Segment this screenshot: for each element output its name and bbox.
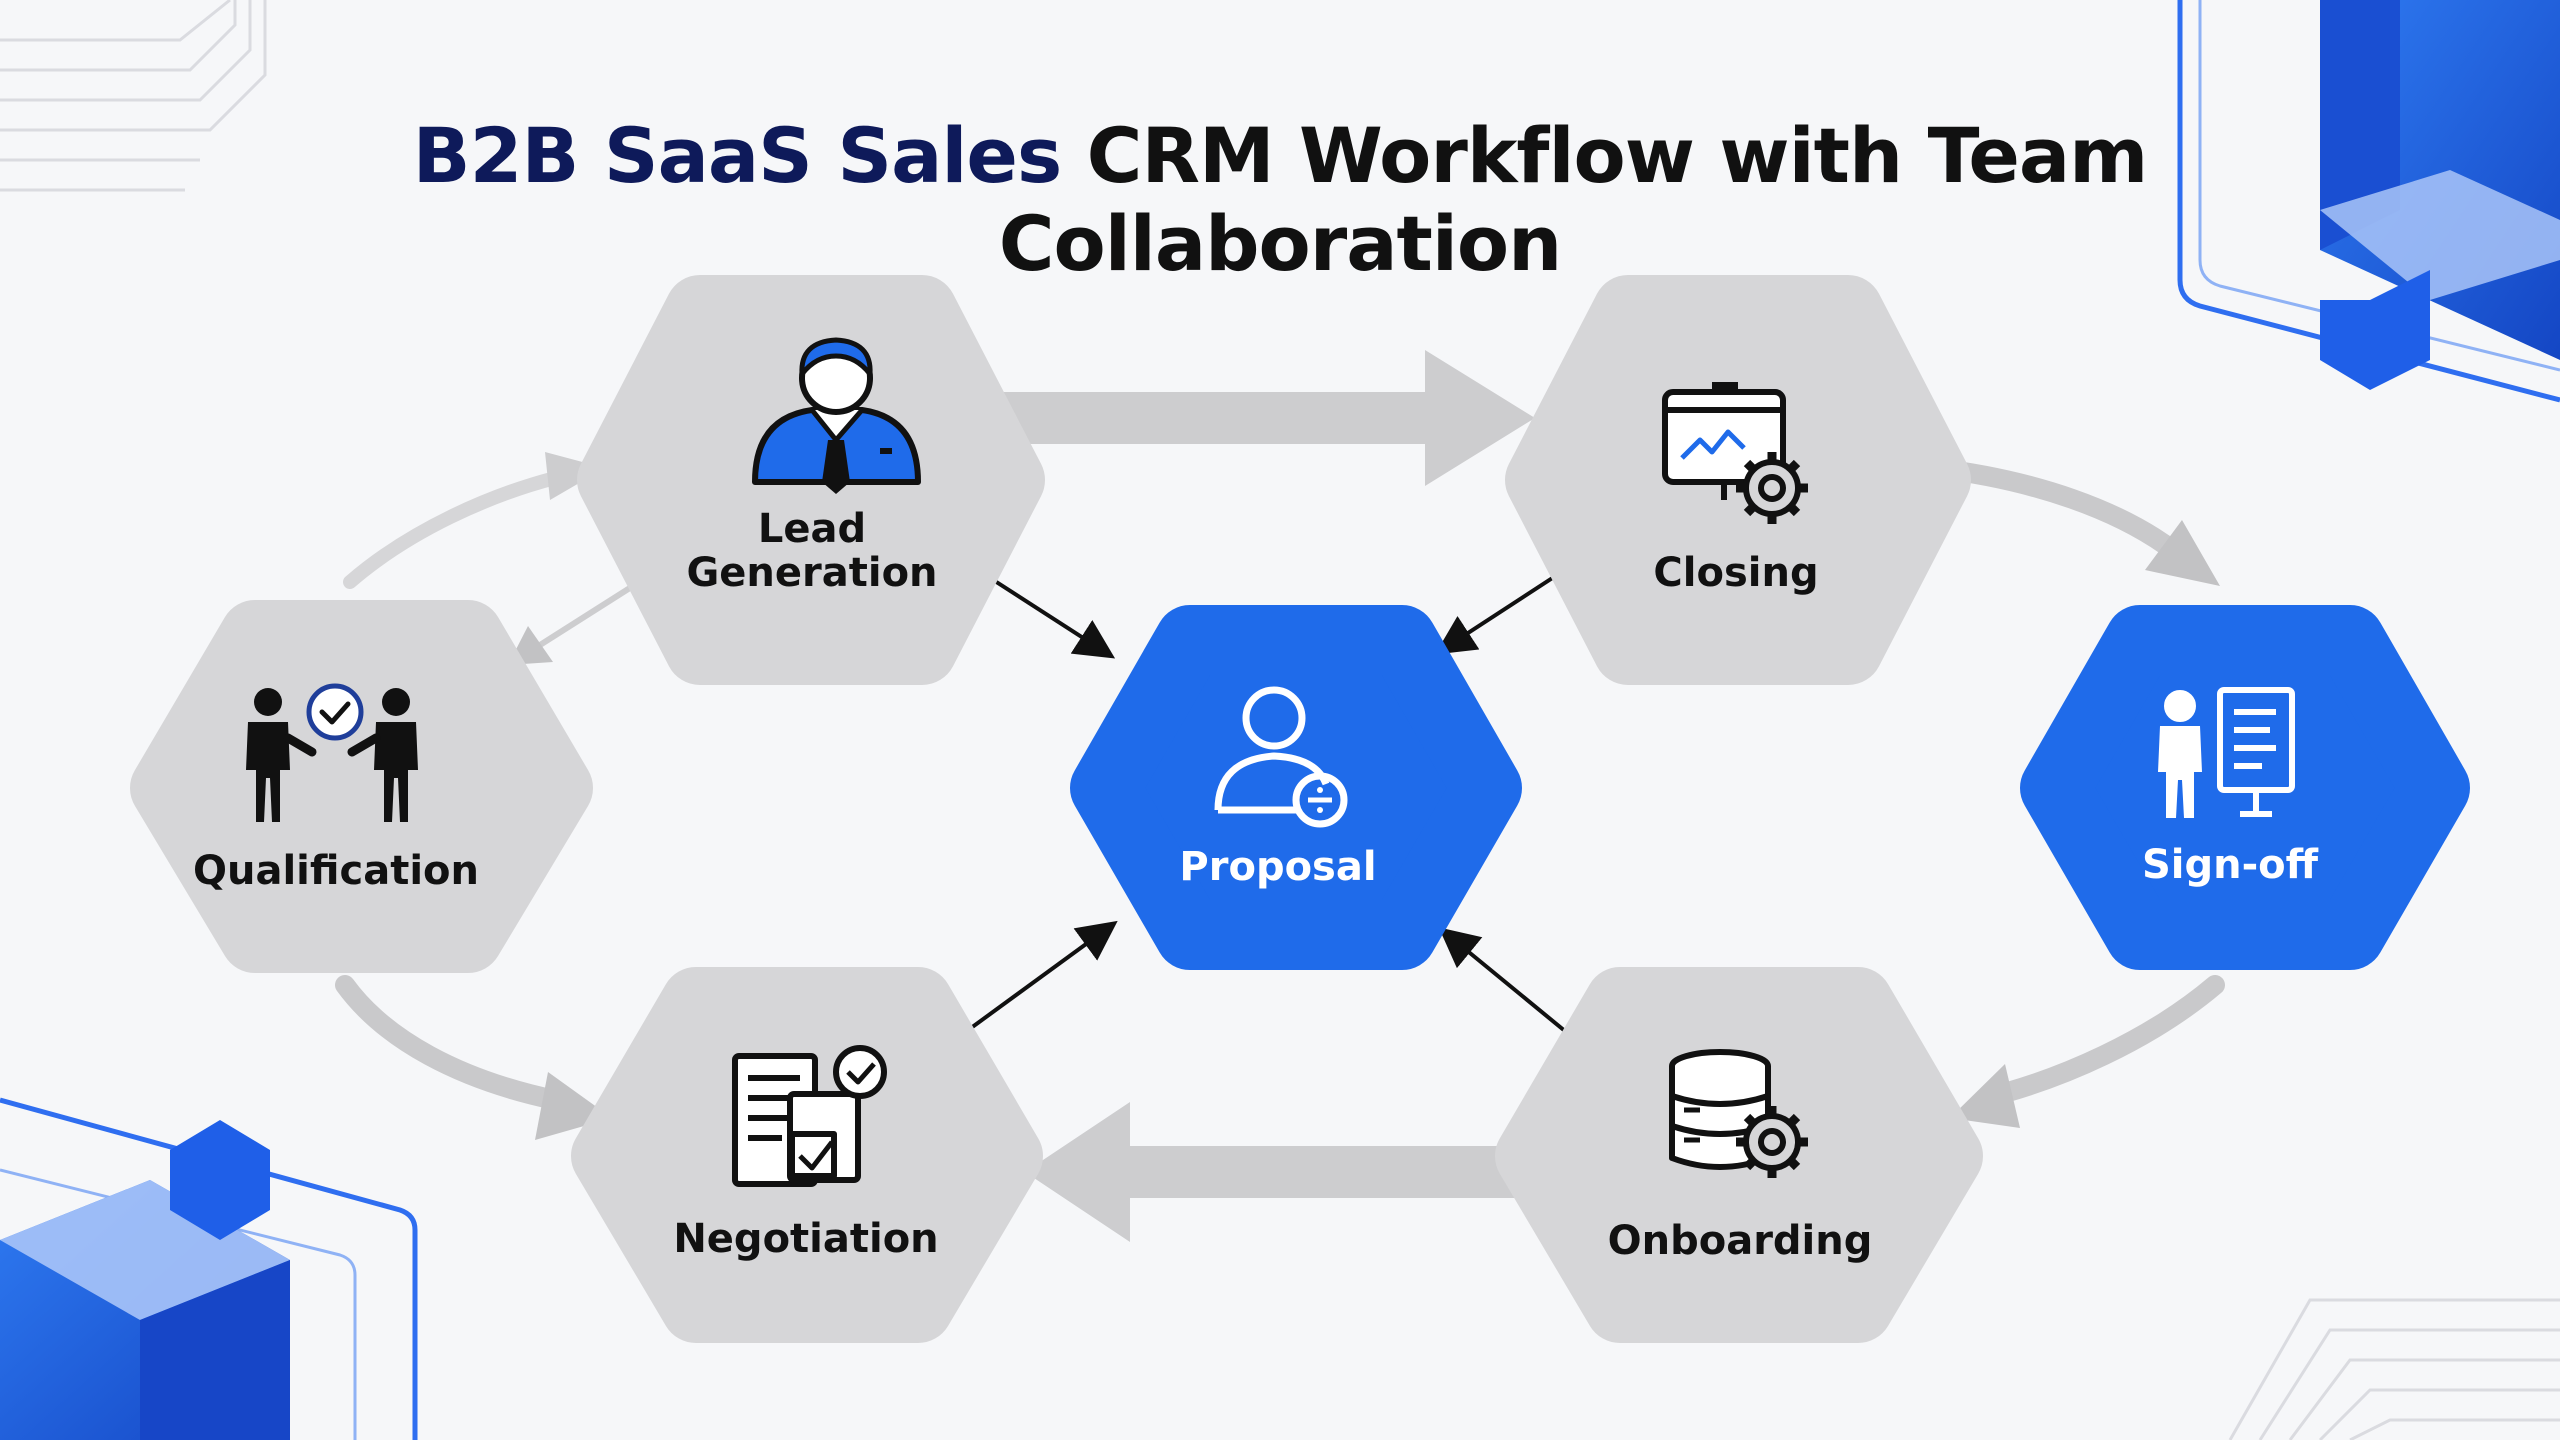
flow-arrows (335, 350, 2225, 1242)
user-add-icon (1214, 686, 1348, 828)
corner-decoration-bottom-right (2228, 1298, 2560, 1440)
node-label: Sign-off (2142, 842, 2319, 888)
title-line-2: Collaboration (998, 199, 1562, 288)
corner-decoration-top-left (0, 0, 267, 192)
businessman-icon (752, 337, 921, 494)
node-closing[interactable]: Closing (1505, 275, 1971, 685)
node-sign-off[interactable]: Sign-off (2020, 605, 2470, 970)
diagram-title: B2B SaaS Sales CRM Workflow with Team Co… (330, 112, 2230, 288)
node-qualification[interactable]: Qualification (130, 600, 593, 973)
flow-arrow-signoff-to-onboarding (1975, 975, 2225, 1108)
flow-arrow-onboarding-to-negotiation (1025, 1102, 1535, 1242)
node-lead-generation[interactable]: Lead Generation (577, 275, 1045, 685)
flow-arrow-closing-to-signoff (1925, 458, 2185, 562)
database-gear-icon (1669, 1049, 1808, 1178)
node-label: Proposal (1179, 844, 1376, 890)
node-label: Qualification (193, 848, 479, 894)
person-document-icon (2158, 687, 2295, 818)
node-onboarding[interactable]: Onboarding (1495, 967, 1983, 1343)
node-label: Generation (686, 550, 937, 596)
node-negotiation[interactable]: Negotiation (571, 967, 1043, 1343)
corner-decoration-bottom-left (0, 1097, 418, 1440)
link-arrow-negotiation-to-proposal (958, 920, 1118, 1038)
link-arrow-onboarding-to-proposal (1438, 927, 1584, 1047)
node-proposal[interactable]: Proposal (1070, 605, 1522, 970)
documents-check-icon (732, 1045, 887, 1187)
flow-arrow-lead-to-closing (985, 350, 1535, 486)
node-label: Lead (758, 506, 866, 552)
title-part-2: CRM Workflow with Team (1086, 111, 2149, 200)
corner-decoration-top-right (2177, 0, 2560, 403)
flow-arrow-qualification-to-lead (343, 471, 562, 589)
node-label: Closing (1653, 550, 1818, 596)
flow-arrow-qualification-to-negotiation (335, 975, 565, 1110)
title-line-1: B2B SaaS Sales CRM Workflow with Team (330, 112, 2230, 200)
people-check-icon (246, 683, 418, 822)
dashboard-gear-icon (1662, 382, 1808, 524)
title-part-1: B2B SaaS Sales (412, 111, 1063, 200)
node-label: Onboarding (1608, 1218, 1873, 1264)
node-label: Negotiation (673, 1216, 938, 1262)
